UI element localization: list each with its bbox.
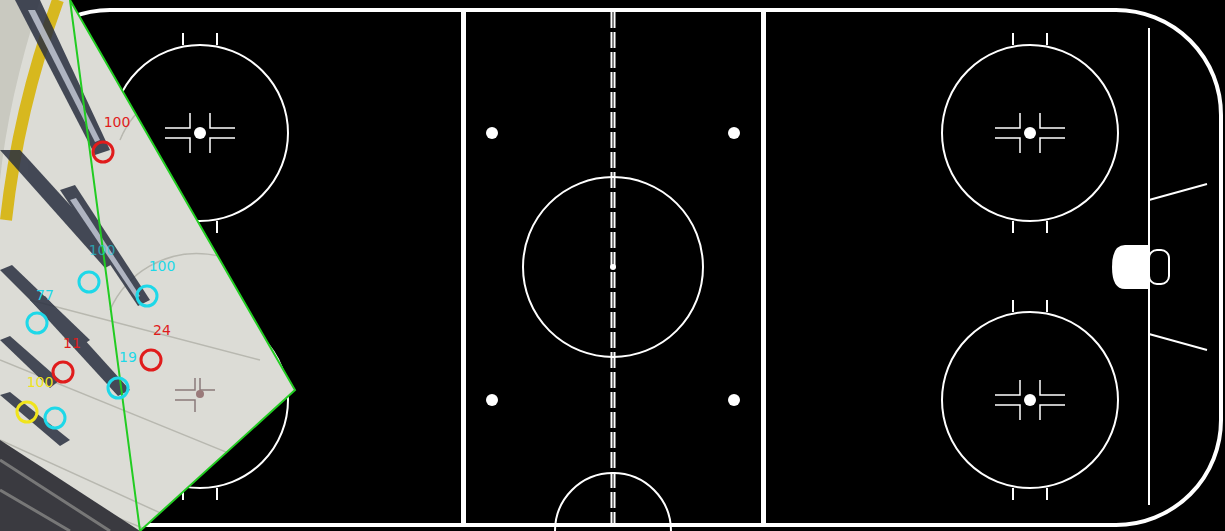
player-id-label: 24	[153, 322, 171, 338]
player-id-label: 19	[119, 349, 137, 365]
label-anchor: 100	[104, 114, 131, 130]
player-id-label: 100	[149, 258, 176, 274]
label-anchor: 100	[89, 242, 116, 258]
label-anchor: 100	[27, 374, 54, 390]
player-id-label: 11	[63, 335, 81, 351]
label-anchor: 24	[153, 322, 171, 338]
player-id-label: 100	[89, 242, 116, 258]
player-id-label: 100	[104, 114, 131, 130]
label-anchor: 19	[119, 349, 137, 365]
label-anchor: 77	[36, 287, 54, 303]
player-id-label: 77	[36, 287, 54, 303]
label-anchor: 100	[149, 258, 176, 274]
label-anchor: 11	[63, 335, 81, 351]
player-id-label: 100	[27, 374, 54, 390]
